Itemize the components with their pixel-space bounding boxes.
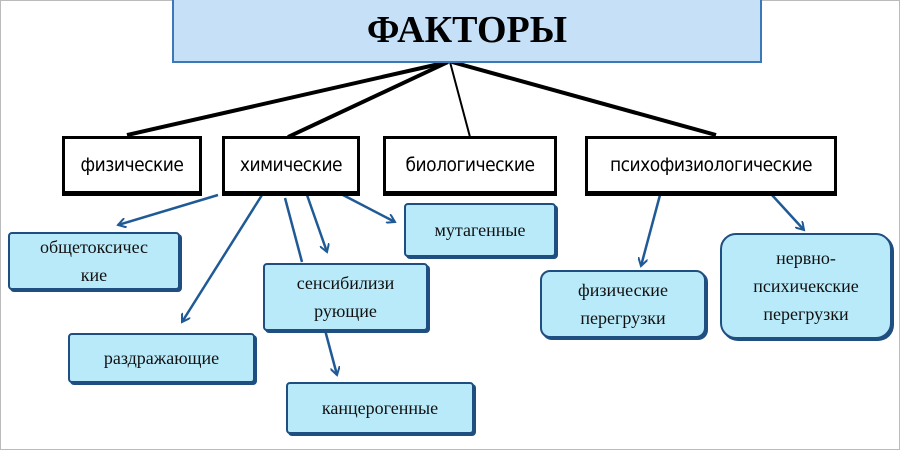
leaf-sensitizing: сенсибилизи рующие	[263, 263, 428, 331]
category-chemical: химические	[222, 136, 360, 196]
arrow-sensitizing	[305, 194, 327, 252]
line-sensitizing	[283, 197, 304, 263]
arrow-mutagenic	[342, 193, 395, 222]
category-biological: биологические	[383, 136, 557, 196]
leaf-irritant: раздражающие	[68, 333, 255, 383]
arrow-irritant	[180, 194, 264, 322]
leaf-mutagenic: мутагенные	[404, 203, 556, 257]
leaf-carcinogenic: канцерогенные	[286, 382, 474, 434]
line-to-psycho	[451, 60, 717, 137]
arrow-general-toxic	[118, 193, 219, 225]
arrow-carcinogenic	[323, 329, 337, 375]
leaf-neuro-psychic-overload: нервно- психичекские перегрузки	[720, 233, 892, 339]
category-psychophysiological: психофизиологические	[585, 136, 837, 196]
line-to-physical	[126, 60, 449, 137]
line-to-biological	[449, 61, 471, 138]
category-physical: физические	[62, 136, 202, 196]
title-box: ФАКТОРЫ	[172, 0, 762, 63]
leaf-general-toxic: общетоксичес кие	[8, 232, 180, 290]
line-to-chemical	[287, 60, 449, 139]
arrow-physical-overload	[641, 194, 662, 266]
leaf-physical-overload: физические перегрузки	[540, 270, 706, 338]
arrow-neuro-overload	[771, 194, 804, 230]
